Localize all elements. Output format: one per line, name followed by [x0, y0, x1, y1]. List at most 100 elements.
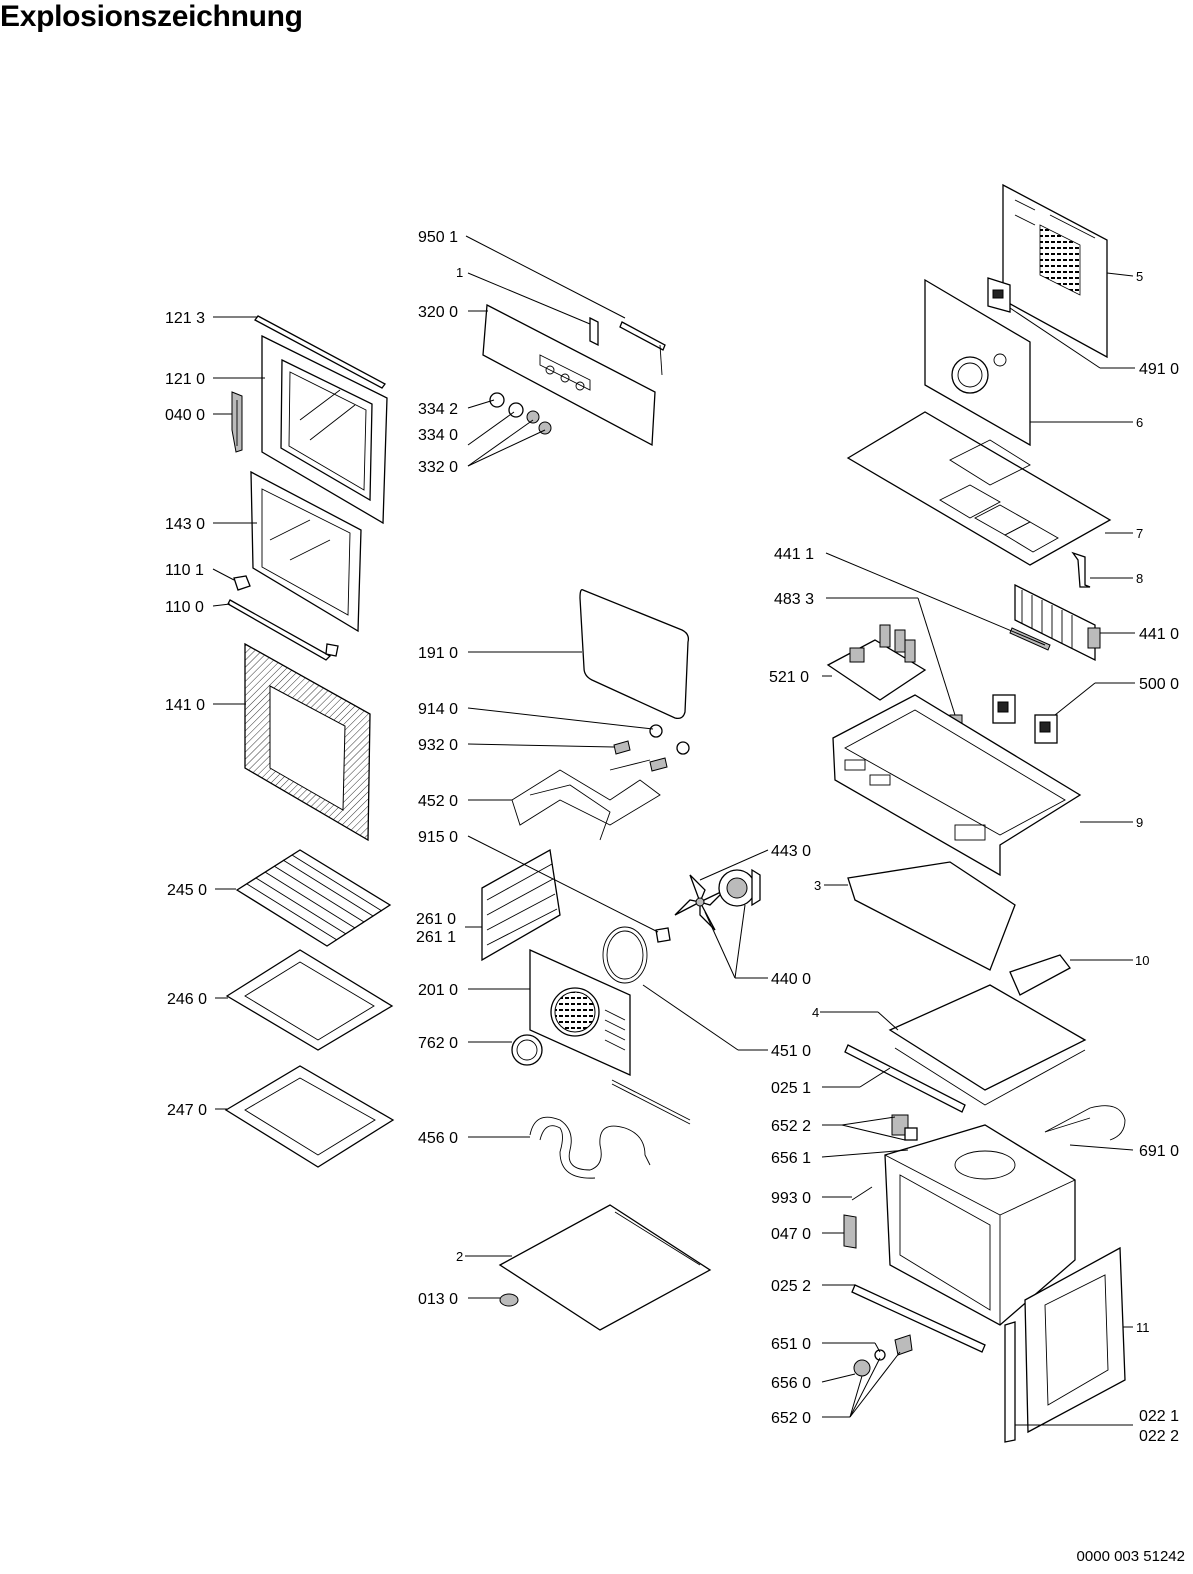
- part-025-2-lower-rail: [851, 1284, 986, 1353]
- label-950-1: 950 1: [418, 229, 458, 246]
- part-521-0-electronics-board: [826, 624, 927, 701]
- label-914-0: 914 0: [418, 701, 458, 718]
- label-440-0: 440 0: [771, 971, 811, 988]
- label-521-0: 521 0: [769, 669, 809, 686]
- label-013-0: 013 0: [418, 1291, 458, 1308]
- part-201-0-rear-panel: [529, 948, 631, 1077]
- part-456-0-lower-heating-element: [529, 1079, 691, 1179]
- label-191-0: 191 0: [418, 645, 458, 662]
- label-451-0: 451 0: [771, 1043, 811, 1060]
- part-451-0-ring-element: [602, 926, 648, 984]
- label-2: 2: [456, 1249, 463, 1264]
- part-2-bottom-plate: [498, 1204, 712, 1331]
- part-651-656-652-switch-knob: [853, 1334, 913, 1377]
- label-1: 1: [456, 265, 463, 280]
- part-452-0-upper-heating-element: [511, 759, 661, 841]
- part-oven-cavity: [884, 1124, 1076, 1326]
- part-3-plate: [847, 861, 1016, 971]
- page-title: Explosionszeichnung: [0, 0, 303, 33]
- part-8-small-bracket: [1071, 551, 1091, 588]
- leader-lines: [212, 235, 1135, 1426]
- part-6-back-panel: [924, 278, 1031, 447]
- part-440-0-fan-motor: [718, 868, 761, 907]
- label-993-0: 993 0: [771, 1190, 811, 1207]
- part-10-small-plate: [1009, 954, 1071, 996]
- label-143-0: 143 0: [165, 516, 205, 533]
- part-143-0-glass-frame: [250, 470, 362, 633]
- label-6: 6: [1136, 415, 1143, 430]
- label-491-0: 491 0: [1139, 361, 1179, 378]
- label-025-2: 025 2: [771, 1278, 811, 1295]
- label-456-0: 456 0: [418, 1130, 458, 1147]
- part-110-0-bar: [227, 599, 339, 661]
- label-10: 10: [1135, 953, 1149, 968]
- part-491-0-bracket: [987, 277, 1011, 313]
- label-334-0: 334 0: [418, 427, 458, 444]
- label-025-1: 025 1: [771, 1080, 811, 1097]
- label-652-0: 652 0: [771, 1410, 811, 1427]
- label-452-0: 452 0: [418, 793, 458, 810]
- part-652-2-switch: [891, 1114, 918, 1141]
- part-121-3-door-trim: [254, 315, 386, 389]
- label-121-0: 121 0: [165, 371, 205, 388]
- label-040-0: 040 0: [165, 407, 205, 424]
- part-993-0-screw: [851, 1186, 873, 1201]
- part-047-0-latch: [843, 1214, 857, 1249]
- label-500-0: 500 0: [1139, 676, 1179, 693]
- part-500-0-relays: [992, 694, 1058, 744]
- label-246-0: 246 0: [167, 991, 207, 1008]
- label-441-0: 441 0: [1139, 626, 1179, 643]
- part-number-labels: 950 1 1 320 0 121 3 121 0 040 0 334 2 33…: [165, 229, 1179, 1445]
- label-332-0: 332 0: [418, 459, 458, 476]
- label-022-1: 022 1: [1139, 1408, 1179, 1425]
- label-261-0: 261 0: [416, 911, 456, 928]
- part-191-0-door-seal: [579, 589, 690, 720]
- label-3: 3: [814, 878, 821, 893]
- label-334-2: 334 2: [418, 401, 458, 418]
- label-915-0: 915 0: [418, 829, 458, 846]
- label-247-0: 247 0: [167, 1102, 207, 1119]
- label-201-0: 201 0: [418, 982, 458, 999]
- label-047-0: 047 0: [771, 1226, 811, 1243]
- part-247-0-deep-tray: [224, 1065, 395, 1168]
- label-932-0: 932 0: [418, 737, 458, 754]
- part-915-0-block: [655, 927, 671, 943]
- label-5: 5: [1136, 269, 1143, 284]
- label-11: 11: [1136, 1320, 1150, 1335]
- part-261-0-side-rails: [481, 848, 561, 962]
- label-261-1: 261 1: [416, 929, 456, 946]
- part-022-door-strip: [1004, 1321, 1016, 1443]
- part-691-0-sensor: [1044, 1105, 1126, 1141]
- label-245-0: 245 0: [167, 882, 207, 899]
- label-656-1: 656 1: [771, 1150, 811, 1167]
- part-914-932-fasteners: [613, 724, 690, 772]
- part-013-0-foot: [499, 1293, 519, 1307]
- part-121-0-door-frame: [261, 334, 388, 525]
- part-443-0-fan-blade: [674, 874, 726, 931]
- document-number: 0000 003 51242: [1076, 1548, 1185, 1565]
- part-246-0-baking-tray: [225, 949, 394, 1051]
- part-11-front-frame: [1024, 1246, 1126, 1434]
- label-4: 4: [812, 1005, 819, 1020]
- part-245-0-wire-rack: [235, 849, 392, 947]
- label-320-0: 320 0: [418, 304, 458, 321]
- part-320-0-control-panel: [482, 303, 666, 447]
- label-656-0: 656 0: [771, 1375, 811, 1392]
- part-4-base-plate: [888, 984, 1087, 1106]
- part-141-0-outer-glass: [244, 642, 371, 842]
- label-7: 7: [1136, 526, 1143, 541]
- label-022-2: 022 2: [1139, 1428, 1179, 1445]
- part-110-1-clip: [233, 575, 251, 591]
- label-110-1: 110 1: [165, 562, 204, 579]
- part-5-rear-cover: [1002, 183, 1108, 359]
- label-691-0: 691 0: [1139, 1143, 1179, 1160]
- part-040-0-hinge: [231, 391, 243, 453]
- label-652-2: 652 2: [771, 1118, 811, 1135]
- label-9: 9: [1136, 815, 1143, 830]
- label-441-1: 441 1: [774, 546, 814, 563]
- label-121-3: 121 3: [165, 310, 205, 327]
- label-8: 8: [1136, 571, 1143, 586]
- label-483-3: 483 3: [774, 591, 814, 608]
- label-651-0: 651 0: [771, 1336, 811, 1353]
